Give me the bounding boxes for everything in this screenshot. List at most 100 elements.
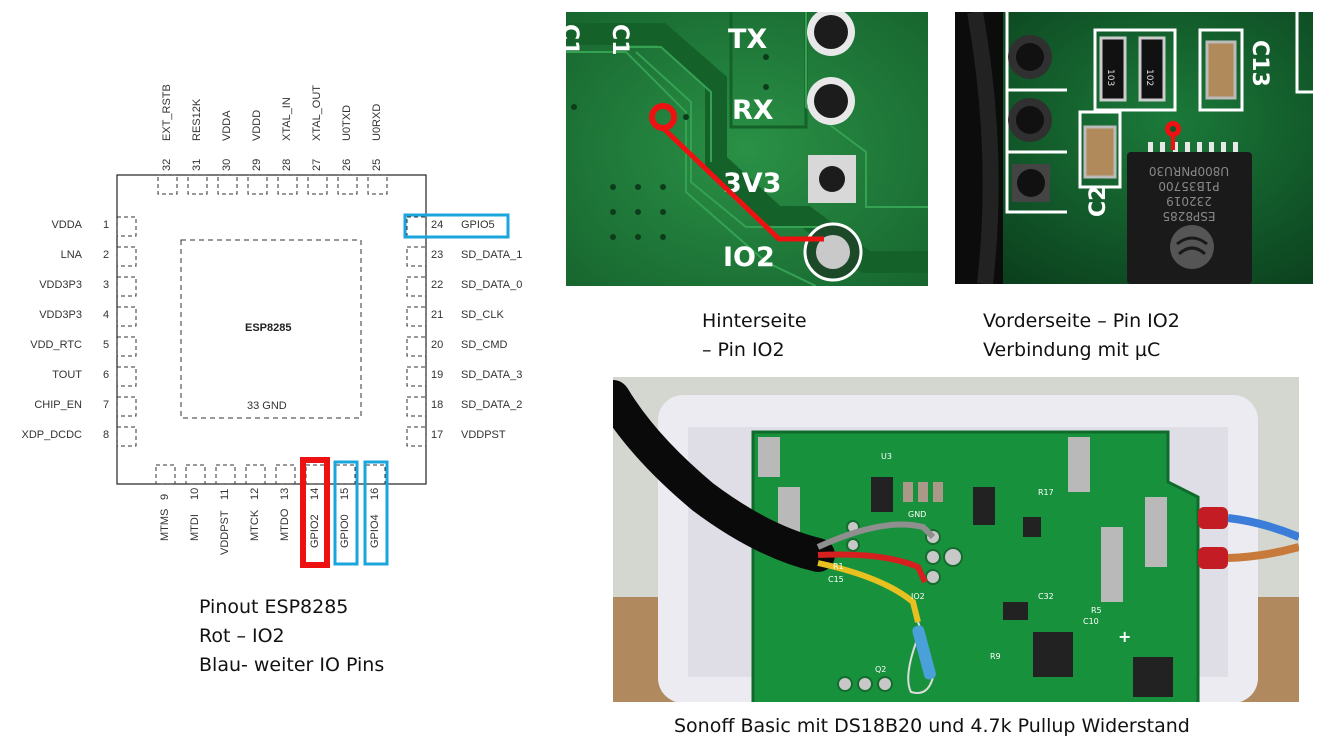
pad-27 [307,174,328,195]
resistor-102-label: 102 [1144,69,1154,86]
pad-6 [116,366,137,387]
pin-number-3: 3 [103,279,110,291]
pad-18 [406,396,427,417]
silkscreen-c13: C13 [1247,40,1272,87]
pin-name-6: TOUT [52,369,82,381]
pin-name-30: VDDA [221,110,233,141]
pinout-caption: Pinout ESP8285 Rot – IO2 Blau- weiter IO… [199,593,384,680]
silkscreen-r1: R1 [833,562,844,571]
pin-number-16: 16 [369,487,381,500]
sonoff-basic-photo: U3 R17 GND R1 C15 IO2 C32 R5 C10 R9 Q2 + [613,377,1299,702]
esp8285-chip-photo: ESP8285 232019 P1B35700 U800PNRU30 [1127,142,1252,284]
silkscreen-gnd: GND [908,510,926,519]
pin-name-19: SD_DATA_3 [461,369,523,381]
pad-15 [335,464,356,485]
pin-number-14: 14 [309,487,321,500]
pin-name-10: MTDI [189,513,201,541]
pin-number-9: 9 [159,493,171,500]
pad-1 [116,216,137,237]
pad-2 [116,246,137,267]
pin-number-13: 13 [279,487,291,500]
pin-number-4: 4 [103,309,110,321]
pin-number-22: 22 [431,279,444,291]
pin-number-5: 5 [103,339,110,351]
pin-number-17: 17 [431,429,444,441]
silkscreen-r5: R5 [1091,606,1102,615]
pin-name-31: RES12K [191,98,203,141]
silkscreen-c1a: C1 [566,24,582,55]
pad-24 [406,216,427,237]
pad-3 [116,276,137,297]
pin-name-25: U0RXD [371,103,383,141]
pinout-caption-line-1: Pinout ESP8285 [199,596,349,618]
highlight-pin-14 [300,457,330,568]
pin-name-27: XTAL_OUT [311,84,323,141]
pin-name-18: SD_DATA_2 [461,399,523,411]
pin-number-2: 2 [103,249,110,261]
pin-name-28: XTAL_IN [281,97,293,141]
pin-number-21: 21 [431,309,444,321]
front-caption-line-2: Verbindung mit µC [983,339,1161,361]
back-caption-line-2: – Pin IO2 [702,339,785,361]
silkscreen-c15: C15 [828,575,844,584]
pad-31 [187,174,208,195]
pad-8 [116,426,137,447]
pin-number-30: 30 [221,158,233,171]
pad-13 [275,464,296,485]
pin-name-1: VDDA [51,219,82,231]
pad-10 [185,464,206,485]
pin-number-28: 28 [281,158,293,171]
resistor-103-label: 103 [1105,69,1115,86]
front-caption-line-1: Vorderseite – Pin IO2 [983,310,1180,332]
pcb-front-photo: 103 102 C13 C2 ESP8285 232019 P1B35700 U… [955,12,1313,284]
pin-name-22: SD_DATA_0 [461,279,523,291]
pin-number-31: 31 [191,158,203,171]
highlight-pin-15 [333,460,359,566]
pad-4 [116,306,137,327]
pin-name-5: VDD_RTC [30,339,82,351]
back-caption: Hinterseite – Pin IO2 [702,307,807,365]
sonoff-caption: Sonoff Basic mit DS18B20 und 4.7k Pullup… [674,715,1190,737]
pad-20 [406,336,427,357]
pin-number-15: 15 [339,487,351,500]
silkscreen-c32: C32 [1038,592,1054,601]
chip-name: ESP8285 [245,322,292,334]
pin-name-7: CHIP_EN [34,399,82,411]
pin-number-6: 6 [103,369,110,381]
pad-5 [116,336,137,357]
pad-21 [406,306,427,327]
pad-7 [116,396,137,417]
pad-32 [157,174,178,195]
silkscreen-io2-sonoff: IO2 [911,592,925,601]
pinout-caption-line-3: Blau- weiter IO Pins [199,654,385,676]
pin-number-24: 24 [431,219,444,231]
pin-number-18: 18 [431,399,444,411]
pin-name-15: GPIO0 [339,514,351,548]
silkscreen-io2: IO2 [723,242,775,273]
pin-name-3: VDD3P3 [39,279,82,291]
silkscreen-c10: C10 [1083,617,1099,626]
pcb-back-photo: TX RX 3V3 IO2 C1 C1 [566,12,928,286]
pin-number-19: 19 [431,369,444,381]
pin-name-23: SD_DATA_1 [461,249,523,261]
silkscreen-tx: TX [728,24,767,55]
pin-number-7: 7 [103,399,110,411]
pin-number-20: 20 [431,339,444,351]
pin-name-13: MTDO [279,508,291,541]
pin-name-20: SD_CMD [461,339,508,351]
silkscreen-c1b: C1 [607,24,632,55]
gnd-pad-label: 33 GND [247,400,287,412]
pin-name-2: LNA [60,249,82,261]
pullup-resistor [912,625,936,680]
pin-number-11: 11 [219,488,231,500]
highlight-pin-24 [403,213,510,239]
pad-22 [406,276,427,297]
pad-16 [365,464,386,485]
back-caption-line-1: Hinterseite [702,310,807,332]
pin-number-32: 32 [161,158,173,171]
pin-name-11: VDDPST [219,510,231,556]
chip-text-3: P1B35700 [1158,179,1219,193]
pin-name-8: XDP_DCDC [21,429,82,441]
pin-name-29: VDDD [251,109,263,141]
